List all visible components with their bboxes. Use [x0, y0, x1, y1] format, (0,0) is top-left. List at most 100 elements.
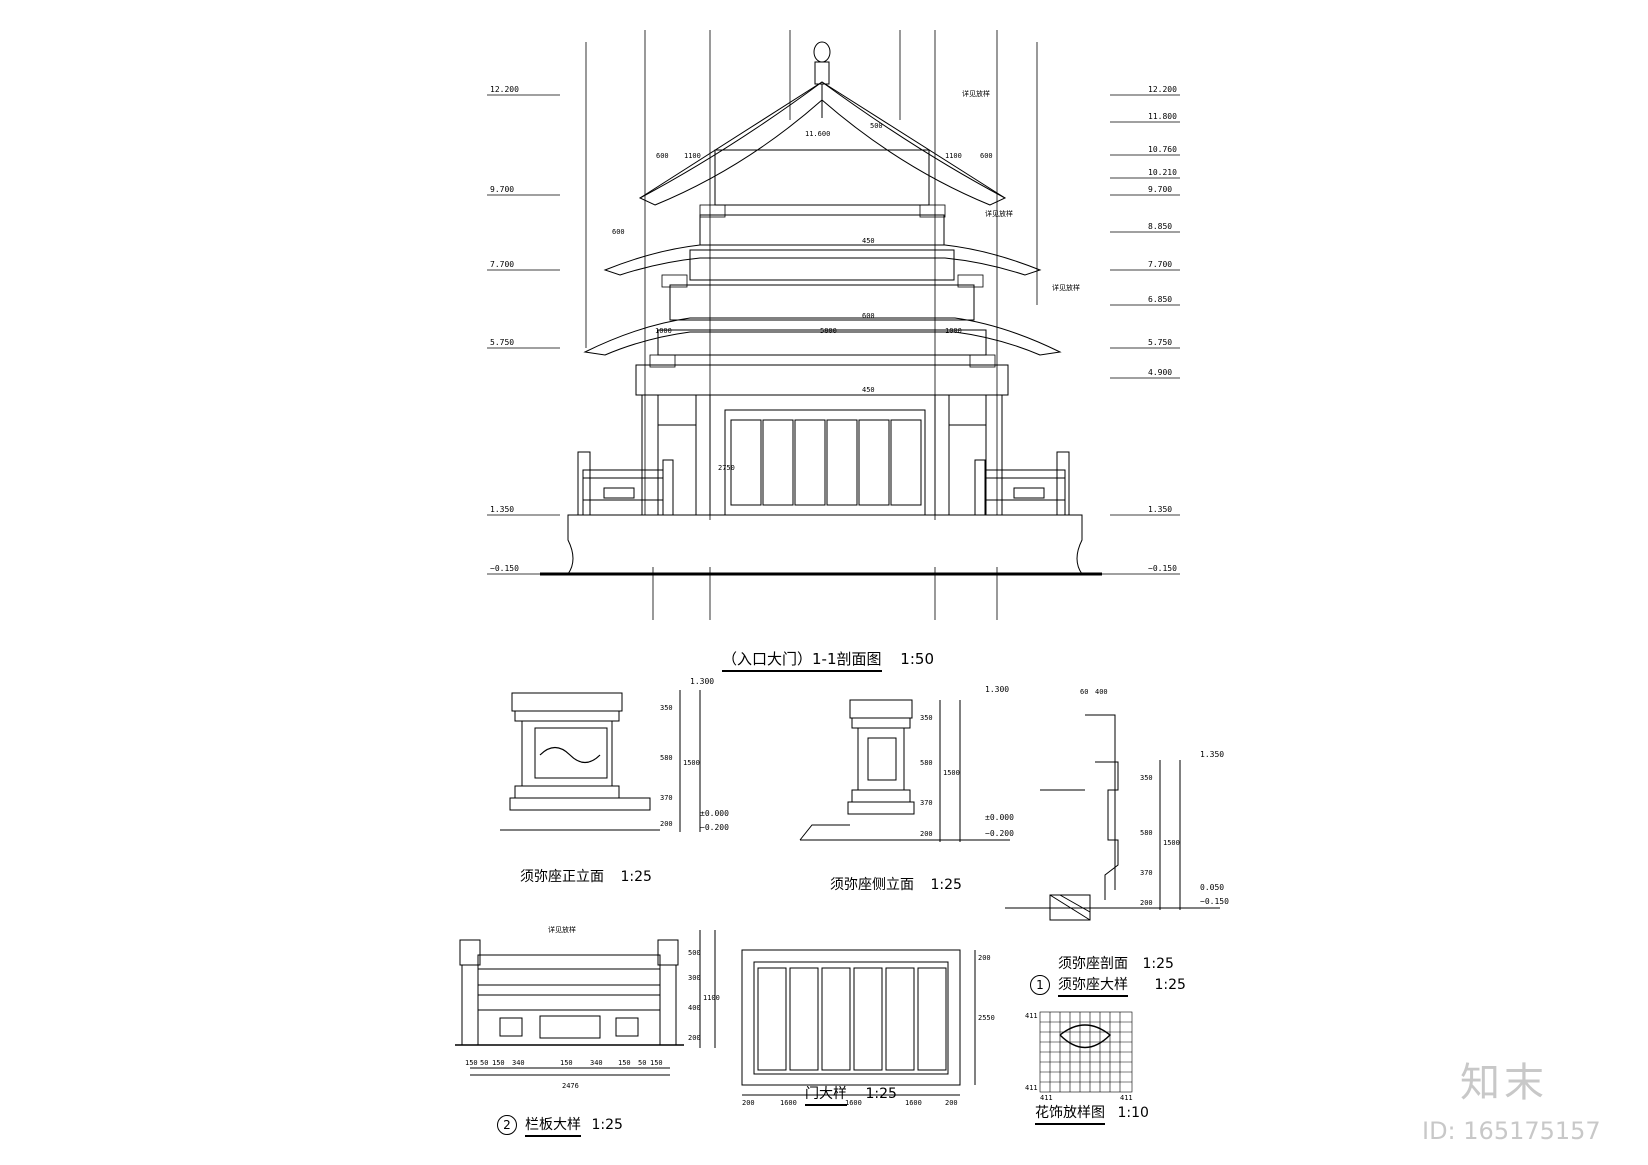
sumeru-big-scale: 1:25 — [1154, 977, 1186, 993]
roof-finial — [813, 41, 831, 118]
dim-label: 1500 — [943, 769, 960, 777]
level-label: 12.200 — [490, 85, 519, 94]
sumeru-side-scale: 1:25 — [930, 877, 962, 893]
dim-label: 450 — [862, 386, 875, 394]
level-label: 12.200 — [1148, 85, 1177, 94]
dim-label: 500 — [870, 122, 883, 130]
sumeru-section-caption: 须弥座剖面 1:25 — [1058, 953, 1174, 973]
dim-label: 11.600 — [805, 130, 830, 138]
dim-label: 370 — [660, 794, 673, 802]
section-1-1-drawing — [540, 30, 1102, 620]
ornament-caption: 花饰放样图 1:10 — [1035, 1102, 1149, 1125]
sumeru-front-scale: 1:25 — [620, 869, 652, 885]
dim-label: 200 — [945, 1099, 958, 1107]
level-label: ±0.000 — [700, 809, 729, 818]
roof-tier-2 — [603, 244, 1042, 276]
note-label: 详见放样 — [985, 209, 1013, 218]
level-marks-right — [1102, 94, 1180, 575]
dim-label: 600 — [656, 152, 669, 160]
dim-label: 1100 — [945, 152, 962, 160]
level-label: 11.800 — [1148, 112, 1177, 121]
dim-label: 150 — [560, 1059, 573, 1067]
dim-label: 150 — [465, 1059, 478, 1067]
door-caption: 门大样 1:25 — [805, 1083, 897, 1106]
dim-label: 200 — [978, 954, 991, 962]
ornament-title: 花饰放样图 — [1035, 1105, 1105, 1125]
door-title: 门大样 — [805, 1086, 847, 1106]
section-caption: （入口大门）1-1剖面图 1:50 — [722, 648, 934, 672]
railing-caption: 2 栏板大样 1:25 — [497, 1114, 623, 1137]
dim-label: 200 — [1140, 899, 1153, 907]
ornament-grid-drawing — [1039, 1011, 1133, 1093]
dim-label: 400 — [688, 1004, 701, 1012]
dim-label: 340 — [590, 1059, 603, 1067]
sumeru-side-title: 须弥座侧立面 — [830, 877, 914, 893]
railing-drawing — [455, 930, 716, 1076]
level-label: −0.200 — [985, 829, 1014, 838]
dim-label: 1600 — [905, 1099, 922, 1107]
dim-label: 300 — [688, 974, 701, 982]
platform-base — [567, 514, 1083, 575]
dim-label: 411 — [1025, 1084, 1038, 1092]
detail-dimensions: 1.300 ±0.000 −0.200 350 580 1500 370 200… — [465, 677, 1229, 1107]
dim-label: 600 — [862, 312, 875, 320]
dim-label: 2476 — [562, 1082, 579, 1090]
balustrade-left — [577, 451, 674, 516]
dim-label: 1100 — [684, 152, 701, 160]
dim-label: 2550 — [978, 1014, 995, 1022]
dim-label: 5800 — [820, 327, 837, 335]
railing-title: 栏板大样 — [525, 1117, 581, 1137]
level-label: 8.850 — [1148, 222, 1172, 231]
dim-label: 200 — [660, 820, 673, 828]
dim-label: 200 — [920, 830, 933, 838]
level-label: 6.850 — [1148, 295, 1172, 304]
level-label: −0.150 — [1148, 564, 1177, 573]
level-label: 0.050 — [1200, 883, 1224, 892]
level-label: ±0.000 — [985, 813, 1014, 822]
note-label: 详见放样 — [548, 925, 576, 934]
level-label: 1.350 — [1148, 505, 1172, 514]
ornament-scale: 1:10 — [1117, 1105, 1149, 1121]
level-label: 9.700 — [1148, 185, 1172, 194]
level-label: 9.700 — [490, 185, 514, 194]
level-label: 1.300 — [690, 677, 714, 686]
roof-tier-1 — [583, 317, 1062, 356]
level-label: 5.750 — [1148, 338, 1172, 347]
detail-number-2: 2 — [497, 1115, 517, 1135]
level-label: 5.750 — [490, 338, 514, 347]
section-title: （入口大门）1-1剖面图 — [722, 650, 882, 672]
dim-label: 370 — [1140, 869, 1153, 877]
level-label: 7.700 — [490, 260, 514, 269]
dim-label: 411 — [1120, 1094, 1133, 1102]
grid-lines — [585, 30, 1038, 620]
levels-right-text: 12.200 11.800 10.760 10.210 9.700 8.850 … — [1148, 85, 1177, 573]
dim-label: 50 — [638, 1059, 646, 1067]
sumeru-side-caption: 须弥座侧立面 1:25 — [830, 874, 962, 894]
railing-scale: 1:25 — [591, 1117, 623, 1133]
dim-label: 411 — [1040, 1094, 1053, 1102]
level-label: −0.150 — [490, 564, 519, 573]
dim-label: 1000 — [655, 327, 672, 335]
dim-label: 350 — [660, 704, 673, 712]
levels-left-text: 12.200 9.700 7.700 5.750 1.350 −0.150 — [490, 85, 519, 573]
beams — [635, 149, 1009, 396]
watermark-id: ID: 165175157 — [1422, 1117, 1601, 1145]
balustrade-right — [974, 451, 1070, 516]
dim-label: 60 — [1080, 688, 1088, 696]
bracket-sets — [649, 204, 996, 368]
sumeru-section-title: 须弥座剖面 — [1058, 956, 1128, 972]
dim-label: 1000 — [945, 327, 962, 335]
dim-label: 50 — [480, 1059, 488, 1067]
dim-label: 200 — [742, 1099, 755, 1107]
sumeru-front-title: 须弥座正立面 — [520, 869, 604, 885]
dim-label: 600 — [612, 228, 625, 236]
dim-label: 1100 — [703, 994, 720, 1002]
level-label: 1.300 — [985, 685, 1009, 694]
level-label: 10.210 — [1148, 168, 1177, 177]
dim-label: 580 — [660, 754, 673, 762]
dim-label: 150 — [492, 1059, 505, 1067]
section-dimensions: 11.600 600 1100 600 1100 600 1000 5800 1… — [612, 89, 1080, 472]
dim-label: 150 — [618, 1059, 631, 1067]
